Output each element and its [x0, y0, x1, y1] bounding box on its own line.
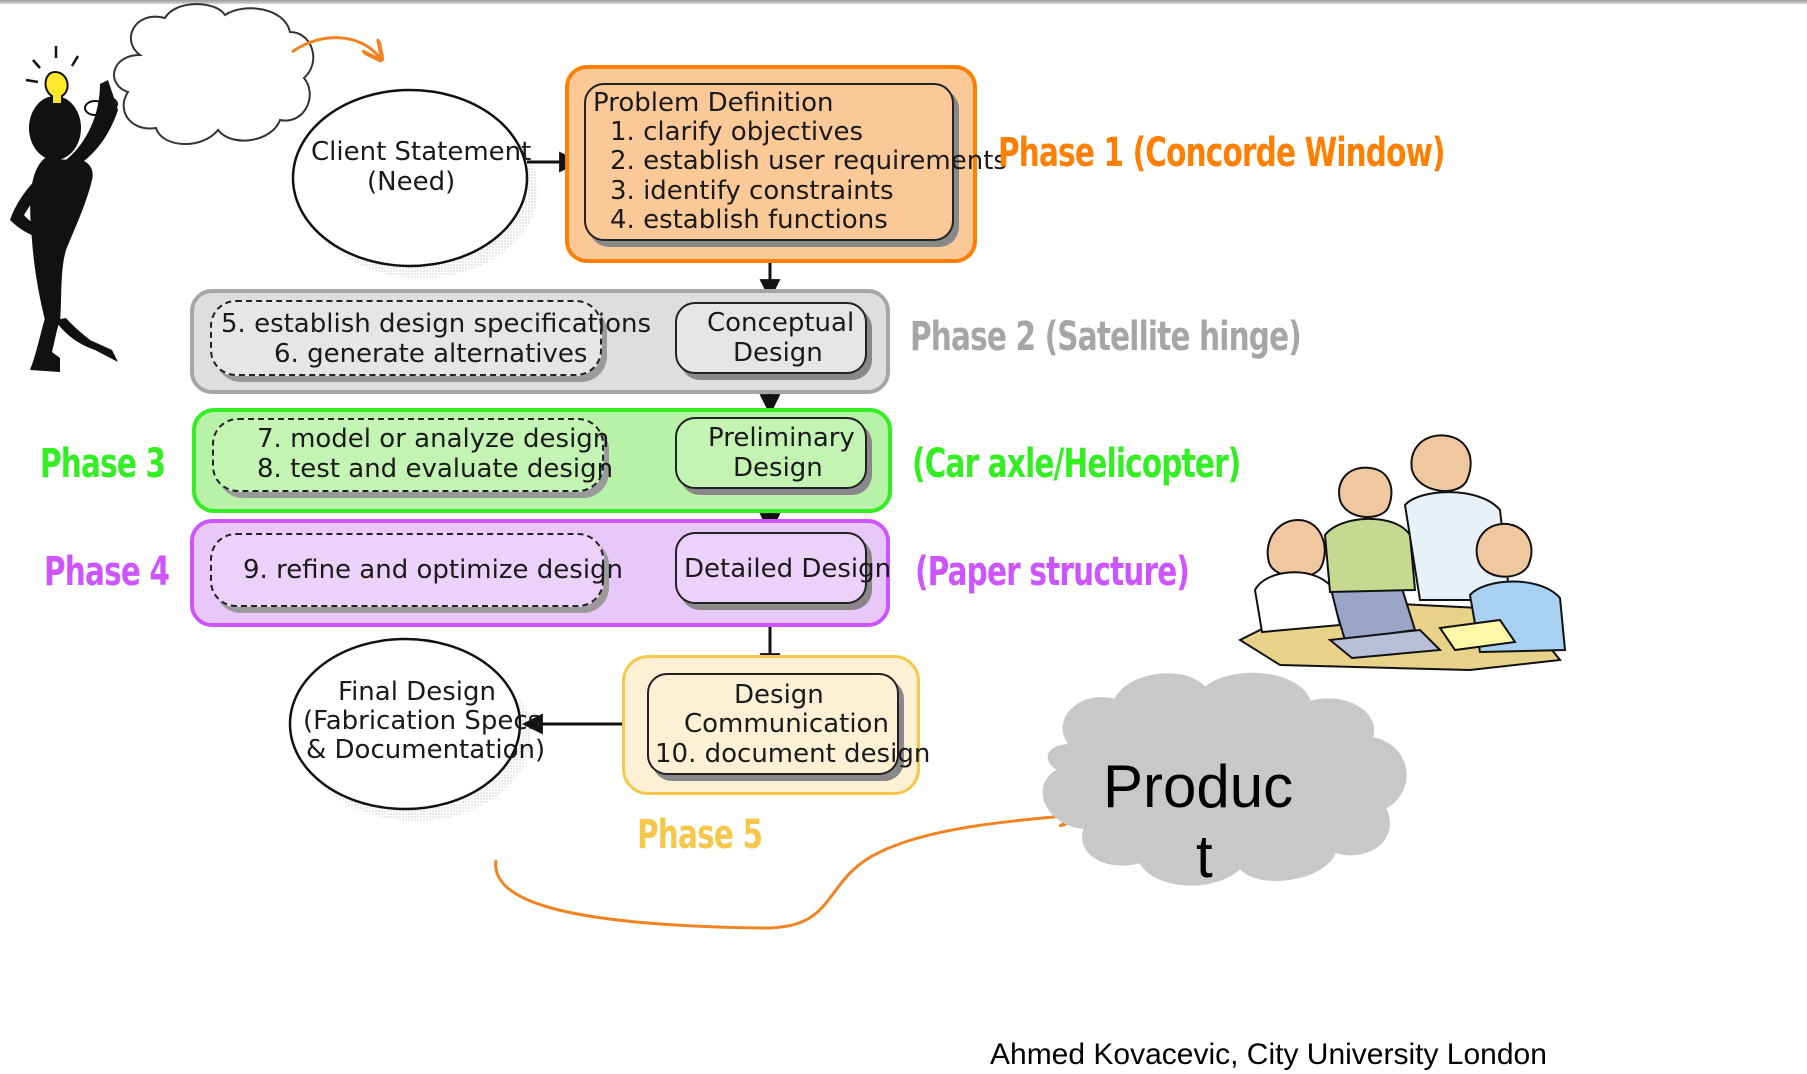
product-cloud-icon: [1042, 672, 1407, 886]
product-label-line2: t: [1196, 823, 1213, 890]
conceptual-task: 6. generate alternatives: [274, 339, 588, 369]
preliminary-label-line2: Design: [733, 453, 823, 483]
communication-line3: 10. document design: [655, 739, 931, 769]
communication-line2: Communication: [684, 709, 889, 739]
thought-cloud-icon: [113, 3, 315, 145]
preliminary-label-line1: Preliminary: [708, 423, 855, 453]
final-design-node: [288, 637, 531, 821]
preliminary-tasks-box: [212, 418, 604, 492]
phase2-label: Phase 2 (Satellite hinge): [910, 314, 1302, 360]
team-meeting-icon: [1237, 434, 1567, 672]
problem-item: 3. identify constraints: [610, 176, 894, 206]
phase1-label: Phase 1 (Concorde Window): [998, 130, 1446, 176]
final-design-line1: Final Design: [338, 677, 496, 707]
client-statement-node: [291, 88, 538, 278]
conceptual-task: 5. establish design specifications: [221, 309, 652, 339]
final-design-line2: (Fabrication Specs: [303, 706, 542, 736]
problem-item: 2. establish user requirements: [610, 146, 1007, 176]
phase4-label: Phase 4: [44, 549, 170, 595]
phase5-label: Phase 5: [637, 812, 763, 858]
problem-title: Problem Definition: [593, 88, 834, 118]
detailed-task: 9. refine and optimize design: [243, 555, 624, 585]
detailed-task-box: [210, 533, 604, 607]
product-label-line1: Produc: [1103, 753, 1294, 820]
phase4-example-label: (Paper structure): [915, 549, 1190, 595]
preliminary-task: 8. test and evaluate design: [257, 454, 614, 484]
conceptual-tasks-box: [210, 300, 602, 376]
preliminary-design-box: [675, 417, 867, 489]
problem-definition-box: [584, 83, 954, 241]
communication-line1: Design: [734, 680, 824, 710]
conceptual-label-line1: Conceptual: [707, 308, 855, 338]
conceptual-design-box: [675, 302, 867, 374]
detailed-design-label: Detailed Design: [684, 554, 892, 584]
client-statement-line1: Client Statement: [311, 137, 532, 167]
thinking-person-icon: [10, 46, 118, 372]
conceptual-label-line2: Design: [733, 338, 823, 368]
detailed-design-box: [675, 532, 867, 604]
phase3-example-label: (Car axle/Helicopter): [912, 441, 1241, 487]
product-arrow: [494, 815, 1075, 930]
top-border: [0, 0, 1807, 4]
footer-credit: Ahmed Kovacevic, City University London: [990, 1038, 1547, 1071]
phase3-label: Phase 3: [40, 441, 166, 487]
problem-item: 4. establish functions: [610, 205, 888, 235]
design-communication-box: [647, 673, 899, 775]
client-statement-line2: (Need): [367, 167, 456, 197]
final-design-line3: & Documentation): [306, 735, 546, 765]
preliminary-task: 7. model or analyze design: [257, 424, 610, 454]
problem-item: 1. clarify objectives: [610, 117, 864, 147]
idea-arrow: [291, 36, 380, 58]
